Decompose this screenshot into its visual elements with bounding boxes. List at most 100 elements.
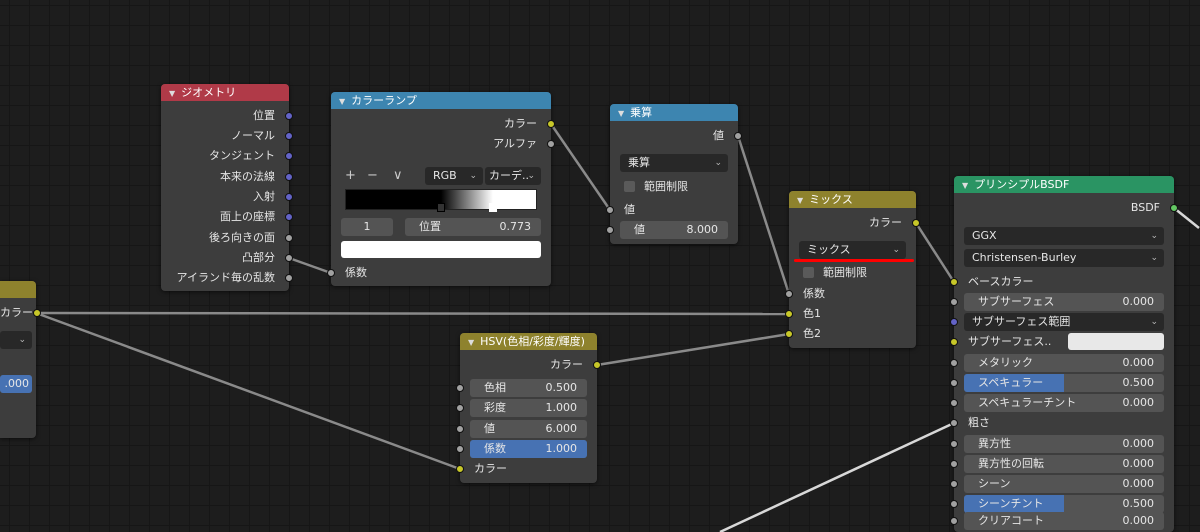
node-header[interactable]: ▼HSV(色相/彩度/輝度) [460,333,597,350]
input-socket[interactable] [606,226,614,234]
input-socket[interactable] [950,460,958,468]
node-header[interactable]: ▼乗算 [610,104,738,121]
checkbox[interactable] [624,181,635,192]
remove-stop-button[interactable]: − [367,168,378,183]
input-socket[interactable] [950,500,958,508]
node-header[interactable]: ▼ミックス [789,191,916,208]
color-mode-dropdown[interactable]: RGB⌄ [425,167,483,185]
output-socket[interactable] [285,254,293,262]
dropdown[interactable]: ⌄ [0,331,32,349]
slider-value: 0.000 [1122,356,1155,369]
input-socket[interactable] [606,206,614,214]
output-socket[interactable] [547,140,555,148]
collapse-triangle-icon[interactable]: ▼ [962,181,969,190]
input-socket[interactable] [950,517,958,525]
dropdown[interactable]: ミックス⌄ [799,241,906,259]
checkbox[interactable] [803,267,814,278]
input-socket[interactable] [456,425,464,433]
input-socket[interactable] [456,465,464,473]
node-header[interactable]: ▼ ジオメトリ [161,84,289,101]
ramp-stop-handle[interactable] [437,203,445,212]
input-socket[interactable] [950,278,958,286]
node-title: ジオメトリ [181,86,237,99]
output-socket[interactable] [33,309,41,317]
collapse-triangle-icon[interactable]: ▼ [468,338,475,347]
node-row: 後ろ向きの面 [161,228,293,248]
ramp-menu-button[interactable]: ∨ [393,168,403,183]
output-socket[interactable] [912,219,920,227]
input-socket[interactable] [785,310,793,318]
color-ramp-gradient[interactable] [345,189,537,212]
input-socket[interactable] [950,298,958,306]
add-stop-button[interactable]: + [345,168,356,183]
input-socket[interactable] [950,419,958,427]
collapse-triangle-icon[interactable]: ▼ [339,97,346,106]
output-socket[interactable] [593,361,601,369]
output-socket[interactable] [285,213,293,221]
input-socket[interactable] [950,480,958,488]
dropdown[interactable]: 乗算⌄ [620,154,728,172]
output-socket[interactable] [285,132,293,140]
node-header[interactable] [0,281,36,298]
input-socket[interactable] [785,290,793,298]
output-socket[interactable] [285,152,293,160]
input-socket[interactable] [456,384,464,392]
collapse-triangle-icon[interactable]: ▼ [618,109,625,118]
input-socket[interactable] [950,399,958,407]
node-header[interactable]: ▼カラーランプ [331,92,551,109]
output-socket[interactable] [285,173,293,181]
dropdown[interactable]: GGX⌄ [964,227,1164,245]
input-socket[interactable] [456,445,464,453]
input-socket[interactable] [785,330,793,338]
collapse-triangle-icon[interactable]: ▼ [797,196,804,205]
value-slider[interactable]: .000 [0,375,32,393]
dropdown[interactable]: Christensen-Burley⌄ [964,249,1164,267]
output-socket[interactable] [734,132,742,140]
input-socket[interactable] [950,318,958,326]
output-socket[interactable] [285,274,293,282]
input-socket[interactable] [950,359,958,367]
color-swatch[interactable] [1068,333,1164,350]
interpolation-dropdown[interactable]: カーデ..⌄ [485,167,541,185]
output-socket[interactable] [285,193,293,201]
node-header[interactable]: ▼プリンシプルBSDF [954,176,1174,193]
input-socket[interactable] [950,379,958,387]
input-socket[interactable] [456,404,464,412]
output-socket[interactable] [285,112,293,120]
ramp-stop-handle[interactable] [488,203,497,212]
node-left[interactable]: カラー⌄.000 [0,281,41,438]
output-socket[interactable] [1170,204,1178,212]
dropdown[interactable]: サブサーフェス範囲⌄ [964,313,1164,331]
stop-index-field[interactable]: 1 [341,218,393,236]
output-socket[interactable] [547,120,555,128]
input-socket[interactable] [327,269,335,277]
output-socket[interactable] [285,234,293,242]
color-swatch[interactable] [341,241,541,258]
input-socket[interactable] [950,440,958,448]
collapse-triangle-icon[interactable]: ▼ [169,89,176,98]
node-geometry[interactable]: ▼ジオメトリ位置ノーマルタンジェント本来の法線入射面上の座標後ろ向きの面凸部分ア… [161,84,293,291]
input-socket[interactable] [950,338,958,346]
output-label: 凸部分 [242,251,275,264]
node-row: 範囲制限 [789,263,916,283]
